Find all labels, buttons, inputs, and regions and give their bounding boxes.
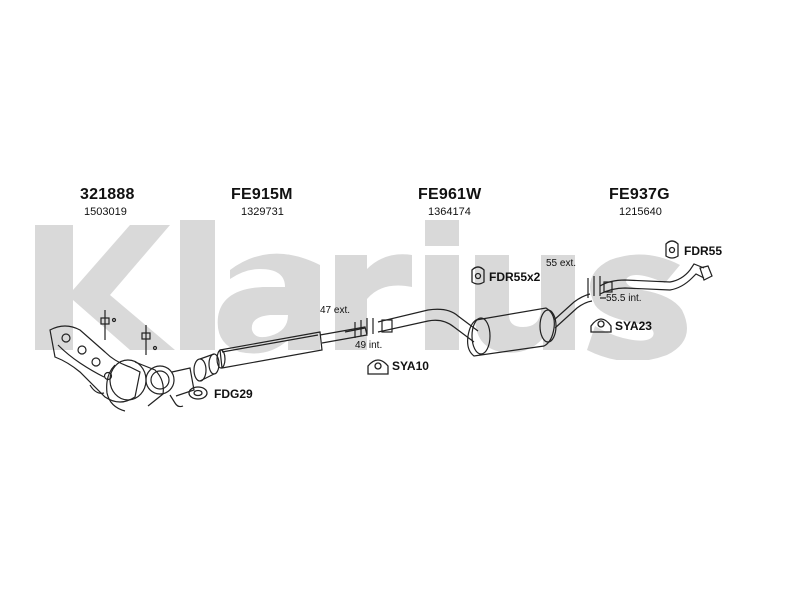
accessory-fdr55: FDR55 (684, 244, 723, 258)
front-ext-label: 47 ext. (320, 305, 351, 316)
part-ref-cat: 1503019 (84, 206, 127, 218)
manifold-studs (100, 310, 158, 355)
exhaust-mount-icon (590, 318, 612, 333)
front-int-label: 49 int. (355, 340, 383, 351)
part-ref-front: 1329731 (241, 206, 284, 218)
part-code-rear: FE937G (609, 186, 670, 203)
tail-pipe (599, 263, 713, 295)
accessory-fdg29: FDG29 (214, 387, 253, 401)
centre-silencer (377, 293, 593, 357)
rear-ext-label: 55 ext. (546, 258, 577, 269)
accessory-sya23: SYA23 (615, 319, 652, 333)
rubber-hanger-icon (471, 266, 485, 285)
part-code-centre: FE961W (418, 186, 482, 203)
catalytic-converter (106, 359, 195, 412)
part-ref-centre: 1364174 (428, 206, 471, 218)
rear-int-label: 55.5 int. (606, 293, 642, 304)
rear-hanger-icon (665, 240, 679, 259)
accessory-sya10: SYA10 (392, 359, 429, 373)
exhaust-manifold (49, 325, 141, 403)
flange-connector (193, 353, 220, 382)
front-silencer (216, 326, 368, 369)
part-code-front: FE915M (231, 186, 293, 203)
accessory-fdr55x2: FDR55x2 (489, 270, 541, 284)
gasket-icon (188, 386, 208, 400)
part-code-cat: 321888 (80, 186, 135, 203)
part-ref-rear: 1215640 (619, 206, 662, 218)
rear-joint-marker (587, 276, 601, 298)
front-joint-marker (354, 318, 374, 338)
rubber-mount-icon (367, 359, 389, 375)
